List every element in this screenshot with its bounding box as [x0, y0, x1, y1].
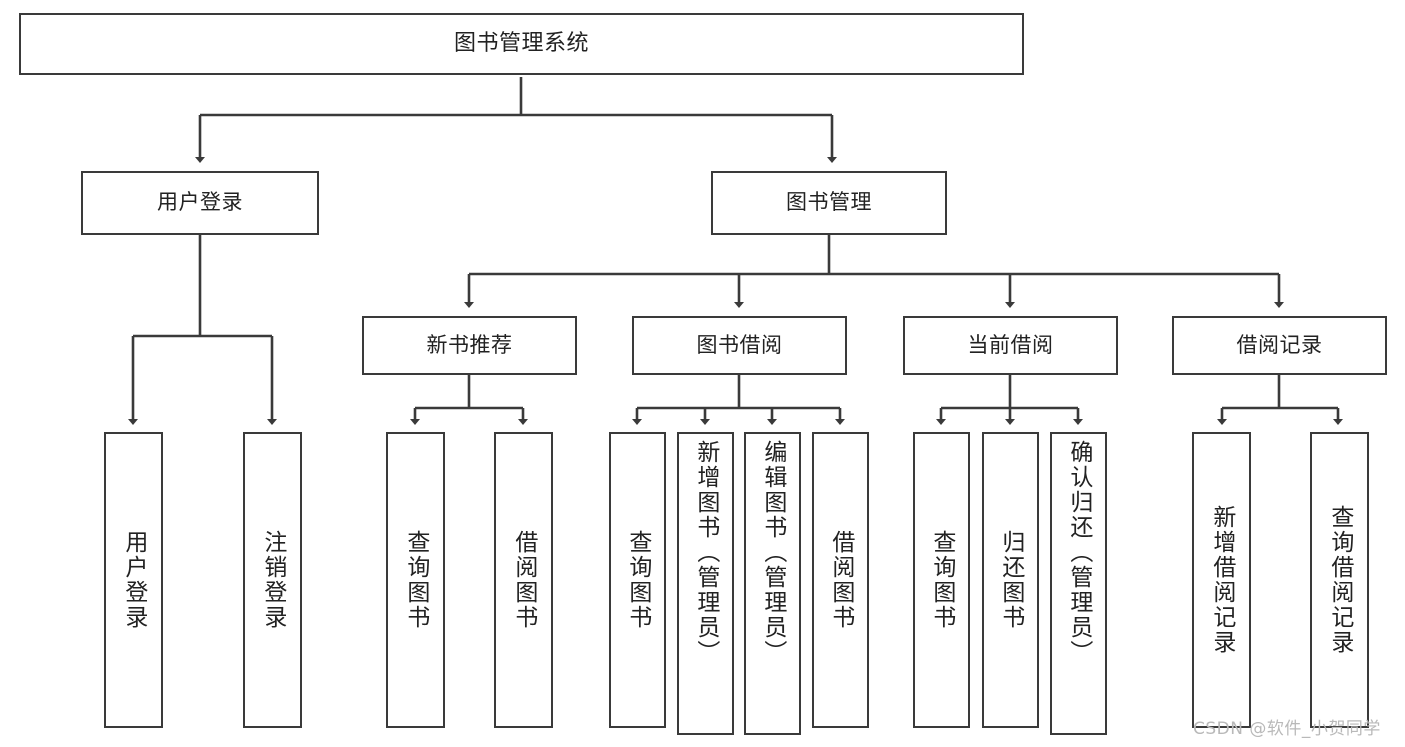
node-label: 查询图书 — [928, 530, 955, 630]
leaf-recommend-query-book[interactable]: 查询图书 — [386, 432, 445, 728]
node-label: 归还图书 — [997, 530, 1024, 630]
node-user-login[interactable]: 用户登录 — [81, 171, 319, 235]
node-label: 图书管理系统 — [453, 30, 589, 56]
node-label: 注销登录 — [259, 530, 286, 630]
leaf-borrow-add-book-admin[interactable]: 新增图书（管理员） — [677, 432, 734, 735]
leaf-record-query-record[interactable]: 查询借阅记录 — [1310, 432, 1369, 728]
node-label: 借阅图书 — [510, 530, 537, 630]
node-book-management[interactable]: 图书管理 — [711, 171, 947, 235]
node-label: 用户登录 — [120, 530, 147, 630]
node-current-borrow[interactable]: 当前借阅 — [903, 316, 1118, 375]
leaf-user-login-login[interactable]: 用户登录 — [104, 432, 163, 728]
node-label: 用户登录 — [157, 190, 243, 215]
node-label: 新增借阅记录 — [1208, 505, 1235, 655]
leaf-current-return-book[interactable]: 归还图书 — [982, 432, 1039, 728]
node-borrow-record[interactable]: 借阅记录 — [1172, 316, 1387, 375]
node-label: 借阅记录 — [1236, 332, 1323, 357]
leaf-borrow-edit-book-admin[interactable]: 编辑图书（管理员） — [744, 432, 801, 735]
leaf-borrow-query-book[interactable]: 查询图书 — [609, 432, 666, 728]
node-label: 确认归还（管理员） — [1065, 440, 1092, 665]
node-label: 查询图书 — [402, 530, 429, 630]
leaf-current-query-book[interactable]: 查询图书 — [913, 432, 970, 728]
leaf-recommend-borrow-book[interactable]: 借阅图书 — [494, 432, 553, 728]
leaf-user-login-logout[interactable]: 注销登录 — [243, 432, 302, 728]
node-book-borrow[interactable]: 图书借阅 — [632, 316, 847, 375]
node-label: 当前借阅 — [967, 332, 1054, 357]
node-label: 图书管理 — [786, 190, 872, 215]
node-label: 借阅图书 — [827, 530, 854, 630]
node-root-system[interactable]: 图书管理系统 — [19, 13, 1024, 75]
node-label: 查询图书 — [624, 530, 651, 630]
node-label: 新书推荐 — [426, 332, 513, 357]
watermark-csdn: CSDN @软件_小贺同学 — [1193, 719, 1381, 739]
node-new-book-recommend[interactable]: 新书推荐 — [362, 316, 577, 375]
leaf-current-confirm-return-admin[interactable]: 确认归还（管理员） — [1050, 432, 1107, 735]
node-label: 新增图书（管理员） — [692, 440, 719, 665]
leaf-borrow-borrow-book[interactable]: 借阅图书 — [812, 432, 869, 728]
node-label: 查询借阅记录 — [1326, 505, 1353, 655]
node-label: 图书借阅 — [696, 332, 783, 357]
node-label: 编辑图书（管理员） — [759, 440, 786, 665]
leaf-record-add-record[interactable]: 新增借阅记录 — [1192, 432, 1251, 728]
